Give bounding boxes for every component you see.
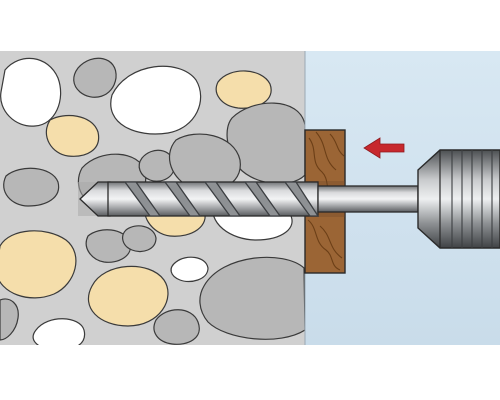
stone-gray: [3, 167, 60, 207]
stone-gray: [85, 229, 132, 263]
stone-gray: [73, 57, 117, 98]
stone-gray: [0, 298, 19, 341]
stone-gray: [153, 309, 200, 345]
stone-gray: [138, 149, 175, 182]
drill-bit: [79, 181, 419, 217]
aggregate-stones: [0, 57, 305, 345]
stone-white: [110, 65, 202, 135]
stone-white: [170, 256, 209, 283]
stone-sand: [45, 114, 100, 157]
drill-chuck-icon: [417, 149, 500, 249]
stone-white: [32, 318, 86, 345]
left-arrow-icon: [363, 137, 405, 159]
stone-gray: [122, 225, 157, 253]
stone-sand: [87, 265, 169, 327]
stone-sand: [0, 230, 77, 299]
stone-white: [0, 57, 62, 127]
stone-sand: [215, 70, 272, 109]
stone-gray: [199, 256, 305, 340]
drill-shank: [317, 185, 419, 213]
